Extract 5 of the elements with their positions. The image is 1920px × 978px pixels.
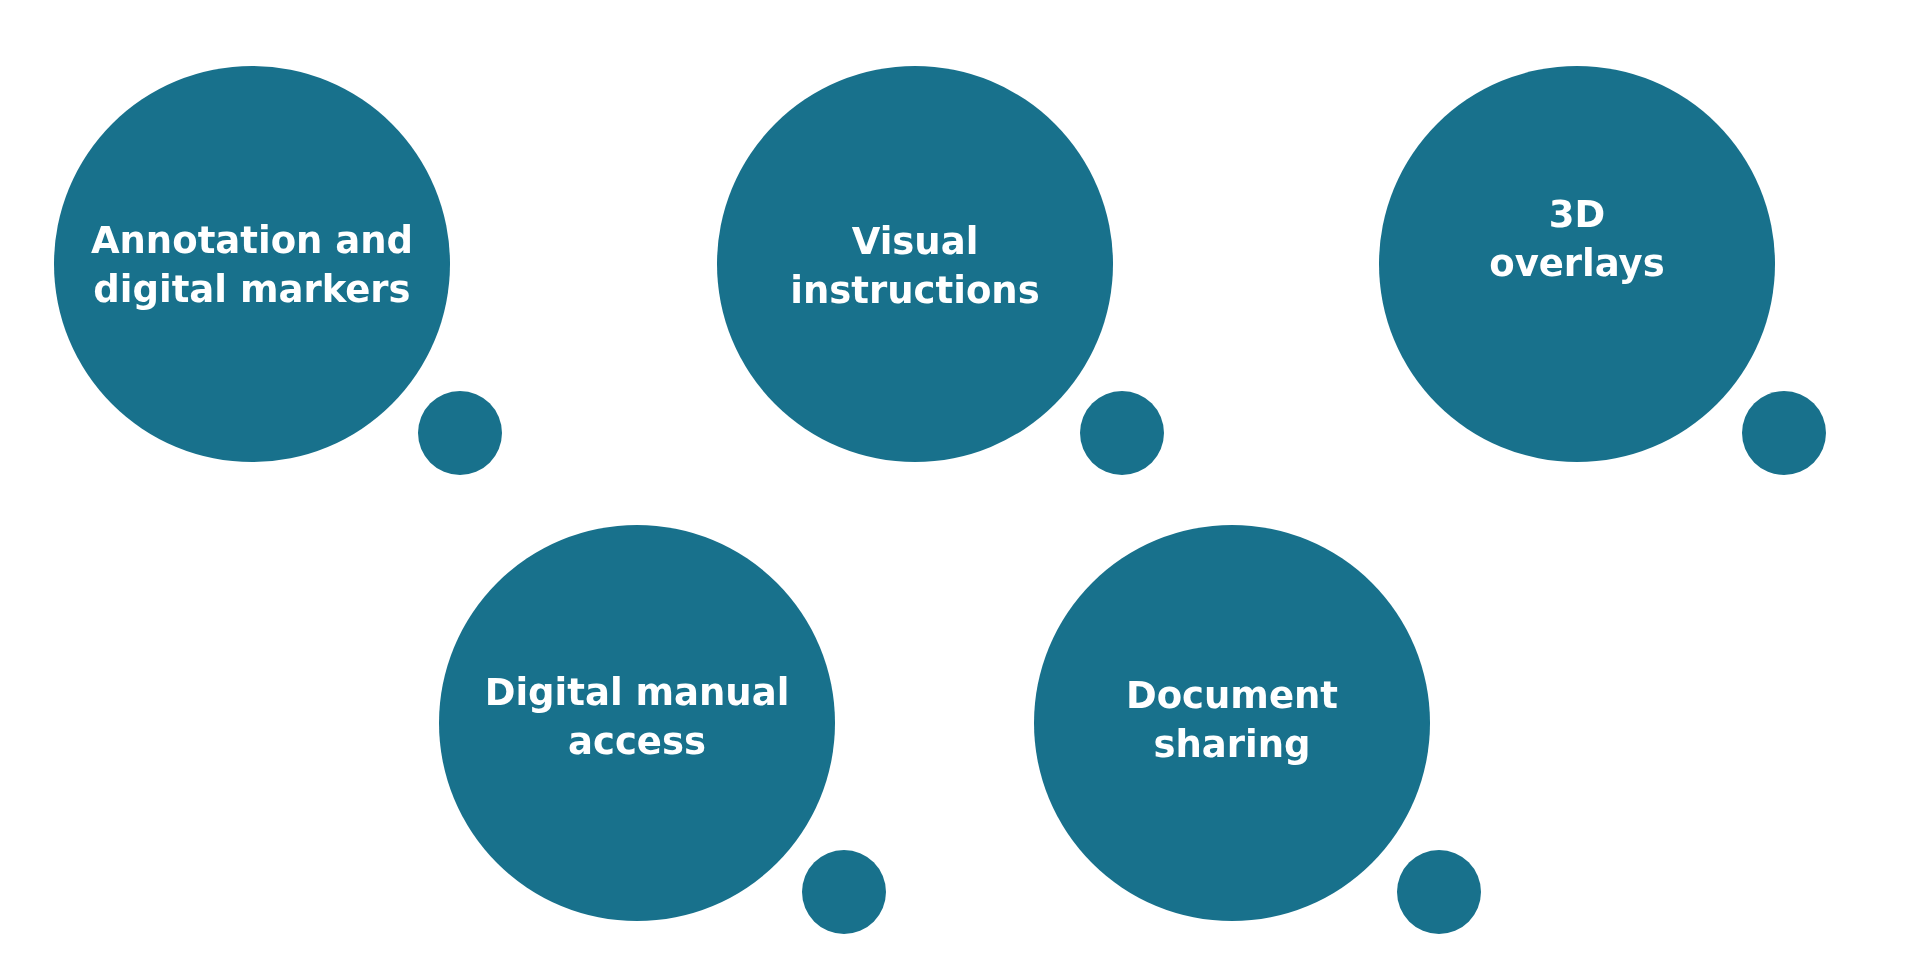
topic-label: 3D overlays bbox=[1488, 192, 1666, 287]
topic-label: Document sharing bbox=[1124, 673, 1340, 768]
topic-label: Visual instructions bbox=[789, 219, 1041, 314]
topic-label: Annotation and digital markers bbox=[89, 218, 415, 313]
topic-label: Digital manual access bbox=[483, 670, 791, 765]
